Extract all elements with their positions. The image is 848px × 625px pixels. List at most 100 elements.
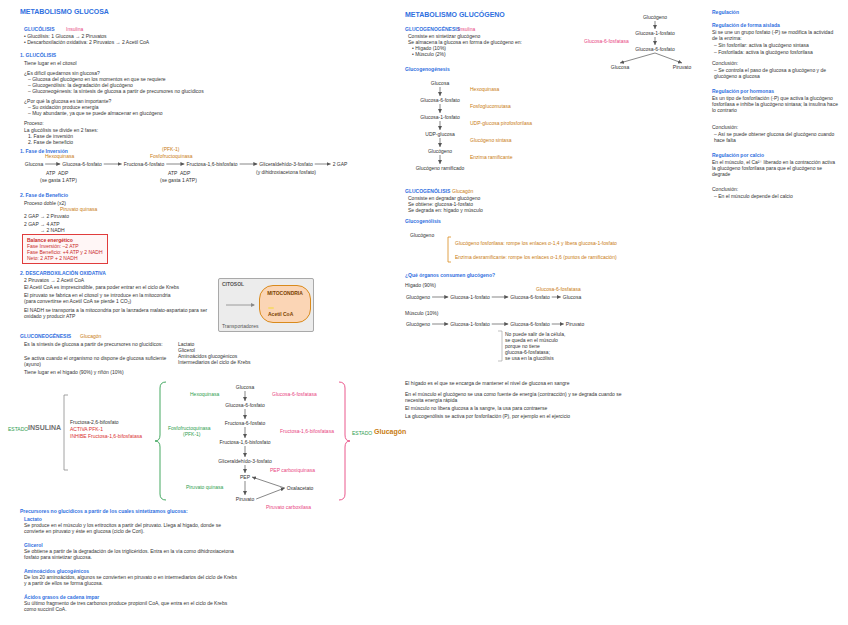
note-text: Hexoquinasa — [45, 153, 74, 159]
section-heading: Precursores no glucídicos a partir de lo… — [20, 508, 188, 514]
metabolite-node: Glucógeno — [427, 148, 453, 154]
note-text: ATP — [46, 170, 55, 176]
pathway-arrow — [440, 121, 441, 130]
note-text: ACTIVA PFK-1 — [70, 426, 103, 432]
node-text: Neto: 2 ATP + 2 NADH — [27, 255, 103, 261]
section-heading: ¿Qué órganos consumen glucógeno? — [405, 272, 495, 278]
node-text: Fructosa-6-fosfato — [124, 161, 165, 167]
note-text: Insulina — [458, 26, 475, 32]
metabolite-node: Glucosa-1-fosfato — [419, 114, 460, 120]
section-heading: Ácidos grasos de cadena impar — [24, 594, 99, 600]
node-text: Balance energético — [27, 237, 103, 243]
node-text: Fase Beneficio: +4 ATP y 2 NADH — [27, 249, 103, 255]
metabolite-node: Fructosa-1,6-bisfosfato — [185, 161, 238, 167]
note-text: Es un tipo de fosforilación (-P) que act… — [712, 95, 840, 113]
section-heading: Regulación de forma aislada — [712, 22, 780, 28]
node-text: MITOCONDRIA — [260, 290, 310, 296]
metabolite-node: Oxalacetato — [286, 485, 315, 491]
metabolite-node: Glucosa-6-fosfato — [419, 97, 460, 103]
pathway-arrow — [240, 164, 258, 165]
metabolite-node: Glucosa-6-fosfato — [509, 294, 550, 300]
note-text: Se activa cuando el organismo no dispone… — [24, 355, 169, 367]
note-text: 1. Fase de inversión — [28, 133, 73, 139]
metabolite-node: Piruvato — [672, 64, 692, 70]
note-text: – Glucosa del glucógeno en los momentos … — [28, 76, 166, 82]
metabolite-node: Glucosa-6-fosfato — [634, 46, 675, 52]
node-text: Gliceraldehído-3-fosfato — [259, 161, 312, 167]
pathway-arrow — [245, 465, 246, 473]
note-text: glucosa-6-fosfatasa; — [505, 349, 550, 355]
note-text: – Gluconeogénesis: la síntesis de glucos… — [28, 88, 204, 94]
balance-box: Balance energéticoFase Inversión: –2 ATP… — [22, 234, 108, 264]
node-text: Glucosa-6-fosfato — [225, 402, 264, 408]
note-text: Piruvato quinasa — [60, 206, 97, 212]
metabolite-node: Glucógeno — [405, 321, 431, 327]
note-text: – Se controla el paso de glucosa a glucó… — [714, 67, 840, 79]
note-text: Glucagón — [80, 333, 101, 339]
cell-panel: CITOSOLTransportadoresMITOCONDRIAAcetil … — [218, 278, 314, 332]
note-text: • Glucólisis: 1 Glucosa → 2 Piruvatos — [24, 33, 107, 39]
metabolite-node: Fructosa-6-fosfato — [123, 161, 166, 167]
note-text: Conclusión: — [712, 60, 738, 66]
note-text: – Muy abundante, ya que se puede almacen… — [28, 110, 163, 116]
note-text: INHIBE Fructosa-1,6-bifosfatasa — [70, 433, 142, 439]
pathway-arrow — [655, 37, 656, 45]
note-text: Aminoácidos glucogénicos — [178, 353, 237, 359]
metabolite-bubble: Acetil CoA — [268, 307, 274, 309]
note-text: Fosfofructoquinasa — [168, 425, 211, 431]
section-heading: Lactato — [24, 516, 42, 522]
node-text: Glucosa-6-fosfato — [510, 294, 549, 300]
note-text: (para convertirse en Acetil CoA se pierd… — [24, 298, 131, 304]
note-text: ¿Es difícil quedarnos sin glucosa? — [24, 70, 100, 76]
pathway-arrow — [492, 324, 509, 325]
enzyme-bracket — [448, 237, 451, 262]
metabolite-node: Glucosa — [610, 64, 630, 70]
note-text: Consiste en degradar glucógeno — [408, 195, 480, 201]
metabolite-node: Glucosa-1-fosfato — [449, 294, 490, 300]
note-text: Glucosa-6-fosfatasa — [584, 38, 629, 44]
metabolite-node: Fructosa-1,6-bisfosfato — [218, 439, 271, 445]
metabolite-node: Gliceraldehído-3-fosfato — [258, 161, 313, 167]
note-text: El Acetil CoA es imprescindible, para po… — [24, 284, 179, 290]
pathway-arrow — [620, 53, 655, 63]
transport-arrow — [226, 305, 254, 306]
metabolite-node: Glucosa-1-fosfato — [449, 321, 490, 327]
note-text: INSULINA — [28, 424, 61, 432]
note-text: → 2 NADH — [40, 227, 65, 233]
note-text: Se almacena la glucosa en forma de glucó… — [408, 39, 522, 45]
pathway-arrow — [440, 155, 441, 164]
metabolite-node: PEP — [239, 474, 251, 480]
pathway-arrow — [245, 446, 246, 457]
metabolite-node: Glucosa-6-fosfato — [61, 161, 102, 167]
node-text: Glucosa-6-fosfato — [510, 321, 549, 327]
note-text: Piruvato quinasa — [186, 484, 223, 490]
note-text: Proceso: — [24, 120, 44, 126]
section-heading: Regulación por calcio — [712, 152, 764, 158]
note-text: Lactato — [178, 341, 194, 347]
note-text: Glicerol — [178, 347, 195, 353]
note-text: Enzima desramificante: rompe los enlaces… — [455, 254, 617, 260]
note-text: El piruvato se fabrica en el citosol y s… — [24, 292, 170, 298]
node-text: Piruvato — [236, 496, 254, 502]
node-text: Glucógeno ramificado — [416, 165, 465, 171]
note-text: Hexoquinasa — [190, 391, 219, 397]
node-text: Piruvato — [566, 321, 584, 327]
note-text: – Sin fosforilar: activa la glucógeno si… — [714, 42, 840, 48]
note-text: ADP — [180, 170, 190, 176]
node-text: Piruvato — [673, 64, 691, 70]
note-text: – Su oxidación produce energía — [28, 104, 99, 110]
note-text: El músculo no libera glucosa a la sangre… — [405, 405, 547, 411]
pathway-arrow — [45, 164, 60, 165]
metabolite-node: Piruvato — [235, 496, 255, 502]
section-heading: METABOLISMO GLUCÓGENO — [405, 11, 505, 19]
gluconeogenesis-bracket — [339, 382, 350, 500]
note-text: • Descarboxilación oxidativa: 2 Piruvato… — [24, 39, 149, 45]
note-text: Glucógeno fosforilasa: rompe los enlaces… — [455, 240, 617, 246]
metabolite-node: Fructosa-6-fosfato — [224, 420, 267, 426]
node-text: Glucosa-6-fosfato — [635, 46, 674, 52]
note-text: ESTADO — [352, 430, 372, 436]
note-text: • Hígado (10%) — [412, 45, 446, 51]
node-text: Oxalacetato — [287, 485, 314, 491]
note-text: Glucagón — [374, 428, 406, 436]
glycolysis-bracket — [155, 382, 166, 500]
